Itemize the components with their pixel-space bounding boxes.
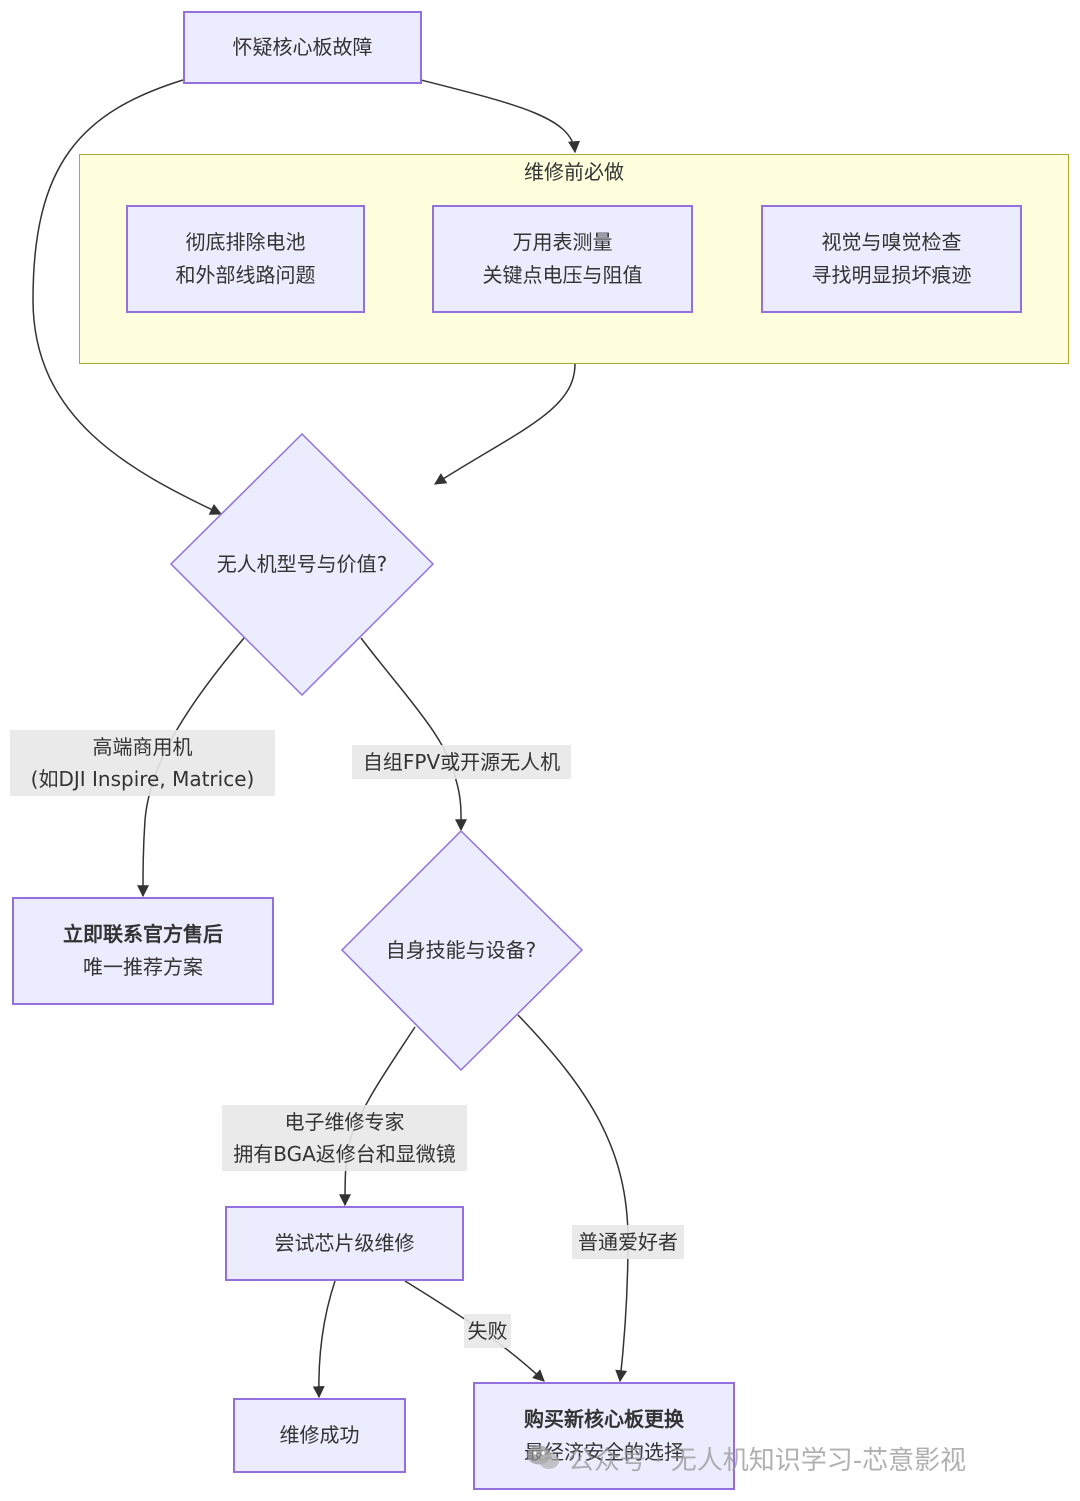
- visual-check-node: 视觉与嗅觉检查 寻找明显损坏痕迹: [761, 205, 1022, 313]
- edge-start-to-model: [32, 79, 223, 515]
- edge-label-expert-line2: 拥有BGA返修台和显微镜: [233, 1142, 456, 1166]
- edge-label-fpv: 自组FPV或开源无人机: [352, 745, 571, 779]
- edge-label-expert-line1: 电子维修专家: [284, 1110, 405, 1134]
- multimeter-line2: 关键点电压与阻值: [482, 263, 643, 287]
- watermark-text: 公众号 · 无人机知识学习-芯意影视: [568, 1445, 967, 1476]
- start-node-label: 怀疑核心板故障: [232, 35, 373, 59]
- model-decision-diamond: [169, 432, 435, 697]
- edge-label-expert: 电子维修专家 拥有BGA返修台和显微镜: [222, 1105, 467, 1171]
- edge-label-high-end: 高端商用机 (如DJI Inspire, Matrice): [10, 730, 275, 796]
- edge-cluster-to-model: [433, 363, 576, 485]
- repair-success-label: 维修成功: [279, 1423, 360, 1447]
- multimeter-node: 万用表测量 关键点电压与阻值: [432, 205, 693, 313]
- edge-label-fail-text: 失败: [467, 1319, 508, 1343]
- chip-repair-node: 尝试芯片级维修: [225, 1206, 464, 1281]
- visual-check-line2: 寻找明显损坏痕迹: [811, 263, 972, 287]
- edge-skill-to-buy: [517, 1014, 629, 1383]
- official-support-title: 立即联系官方售后: [63, 922, 223, 946]
- official-support-sub: 唯一推荐方案: [83, 955, 203, 979]
- battery-check-node: 彻底排除电池 和外部线路问题: [126, 205, 365, 313]
- multimeter-line1: 万用表测量: [512, 230, 613, 254]
- edge-model-to-skill: [360, 637, 468, 832]
- edge-start-to-cluster: [420, 79, 581, 154]
- edge-label-high-end-line2: (如DJI Inspire, Matrice): [30, 767, 255, 791]
- start-node: 怀疑核心板故障: [183, 11, 422, 84]
- buy-new-board-title: 购买新核心板更换: [524, 1407, 684, 1431]
- battery-check-line2: 和外部线路问题: [175, 263, 316, 287]
- watermark: 公众号 · 无人机知识学习-芯意影视: [526, 1437, 966, 1479]
- edge-label-high-end-line1: 高端商用机: [92, 735, 193, 759]
- edge-label-hobbyist: 普通爱好者: [572, 1225, 684, 1259]
- skill-decision-diamond: [340, 829, 584, 1072]
- chip-repair-label: 尝试芯片级维修: [274, 1231, 415, 1255]
- wechat-icon: [526, 1444, 560, 1472]
- edge-label-fail: 失败: [464, 1314, 511, 1348]
- repair-success-node: 维修成功: [233, 1398, 406, 1473]
- edge-label-hobbyist-text: 普通爱好者: [578, 1230, 678, 1254]
- cluster-title: 维修前必做: [524, 160, 624, 184]
- edge-chip-to-success: [312, 1280, 336, 1399]
- official-support-node: 立即联系官方售后 唯一推荐方案: [12, 897, 274, 1005]
- battery-check-line1: 彻底排除电池: [185, 230, 306, 254]
- model-decision-label: 无人机型号与价值?: [216, 552, 388, 576]
- edge-label-fpv-text: 自组FPV或开源无人机: [362, 750, 561, 774]
- skill-decision-label: 自身技能与设备?: [385, 938, 537, 962]
- visual-check-line1: 视觉与嗅觉检查: [821, 230, 962, 254]
- buy-new-board-node: 购买新核心板更换 最经济安全的选择: [473, 1382, 735, 1490]
